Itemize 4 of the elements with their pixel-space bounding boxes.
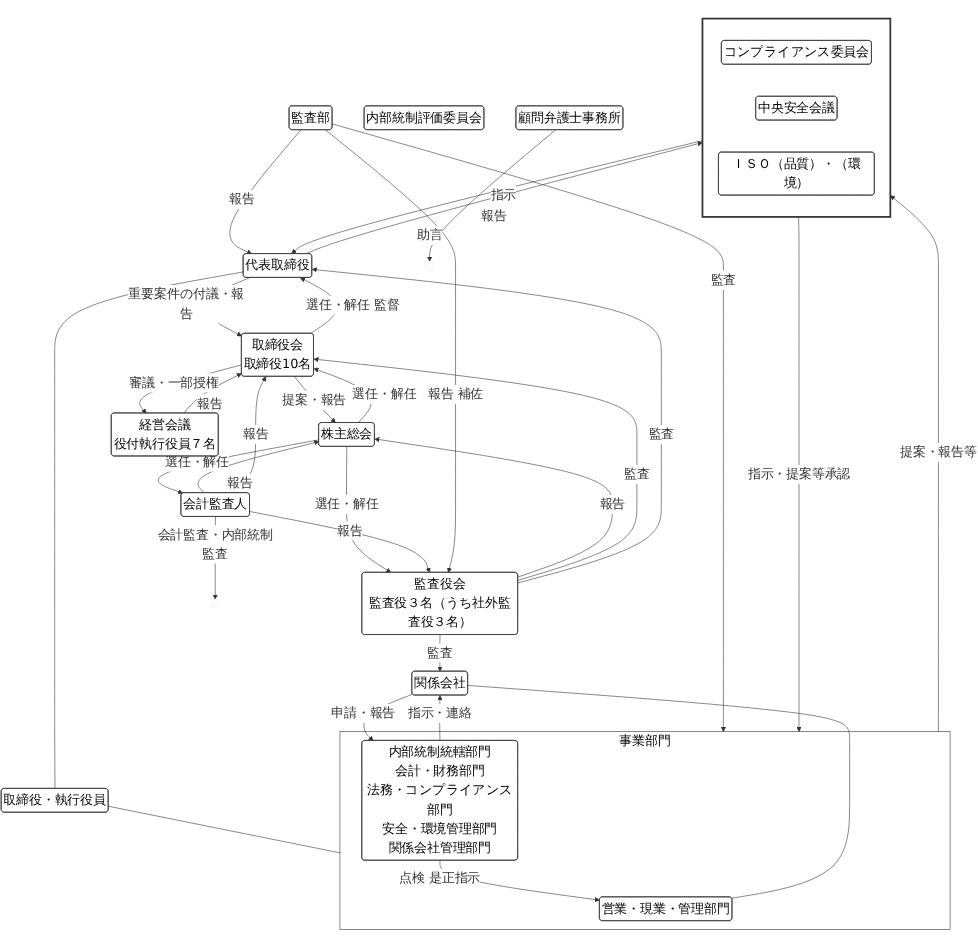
connector	[54, 271, 244, 789]
connector	[467, 685, 850, 899]
connector	[107, 805, 341, 854]
cluster	[701, 17, 892, 218]
